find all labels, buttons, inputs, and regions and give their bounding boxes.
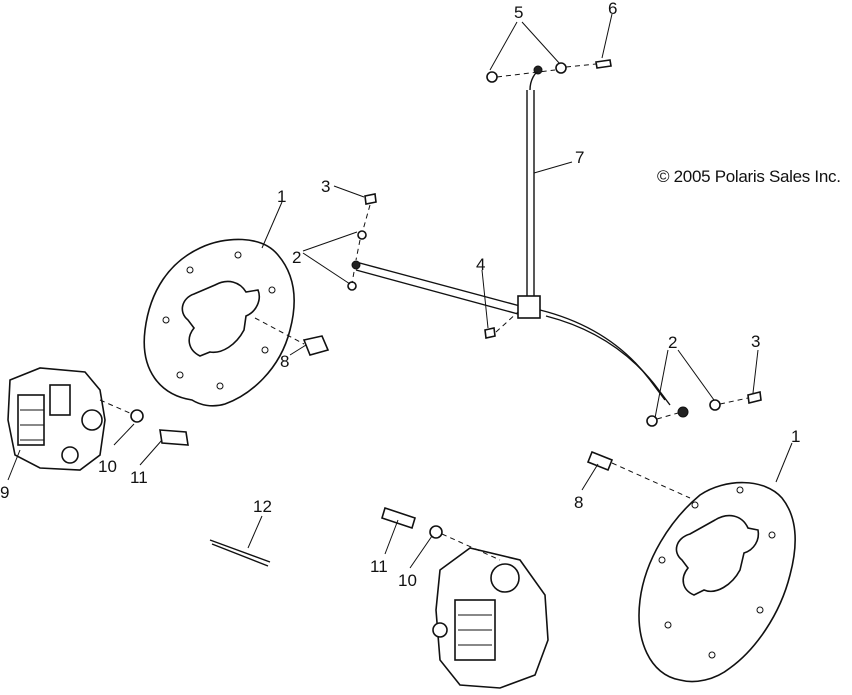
callout-labels: 1 2 3 4 5 6 7 8 9 10 11 12 2 3 1 8 11 10 — [0, 0, 800, 590]
bolt-8-right — [586, 450, 614, 472]
bolt-11-bottom — [381, 506, 416, 530]
callout-5: 5 — [514, 3, 523, 22]
brake-lines — [355, 69, 671, 406]
washer-10-bottom — [429, 525, 443, 539]
callout-6: 6 — [608, 0, 617, 18]
washer-10-left — [130, 409, 144, 423]
callout-7: 7 — [575, 148, 584, 167]
right-brake-disc — [638, 481, 797, 683]
callout-2-right: 2 — [668, 333, 677, 352]
callout-11-left: 11 — [130, 468, 148, 487]
callout-1-right-disc: 1 — [791, 427, 800, 446]
bolt-8-left — [302, 335, 330, 356]
callout-10-bottom: 10 — [398, 571, 417, 590]
callout-9: 9 — [0, 483, 9, 502]
bolt-4 — [484, 327, 496, 339]
left-brake-disc — [143, 238, 295, 407]
left-caliper — [7, 367, 106, 471]
callout-1-left-disc: 1 — [277, 187, 286, 206]
callout-11-bottom: 11 — [370, 557, 388, 576]
bolt-11-left — [159, 429, 189, 446]
leader-lines — [7, 13, 793, 569]
callout-12: 12 — [253, 497, 272, 516]
callout-3-right: 3 — [751, 332, 760, 351]
callout-8-right: 8 — [574, 493, 583, 512]
callout-4: 4 — [476, 255, 485, 274]
hardware — [130, 59, 762, 567]
callout-3-left: 3 — [321, 177, 330, 196]
callout-8-left: 8 — [280, 352, 289, 371]
bolt-3-left — [364, 193, 377, 205]
bolt-3-right — [747, 391, 762, 404]
washer-top-left — [486, 71, 498, 83]
callout-10-left: 10 — [98, 457, 117, 476]
clip-12 — [209, 539, 271, 567]
bolt-6 — [595, 59, 612, 69]
alignment-lines — [99, 63, 749, 561]
washer-top-right — [555, 62, 567, 74]
callout-2-left: 2 — [292, 248, 301, 267]
copyright-notice: © 2005 Polaris Sales Inc. — [657, 167, 841, 186]
bottom-caliper — [432, 547, 549, 689]
